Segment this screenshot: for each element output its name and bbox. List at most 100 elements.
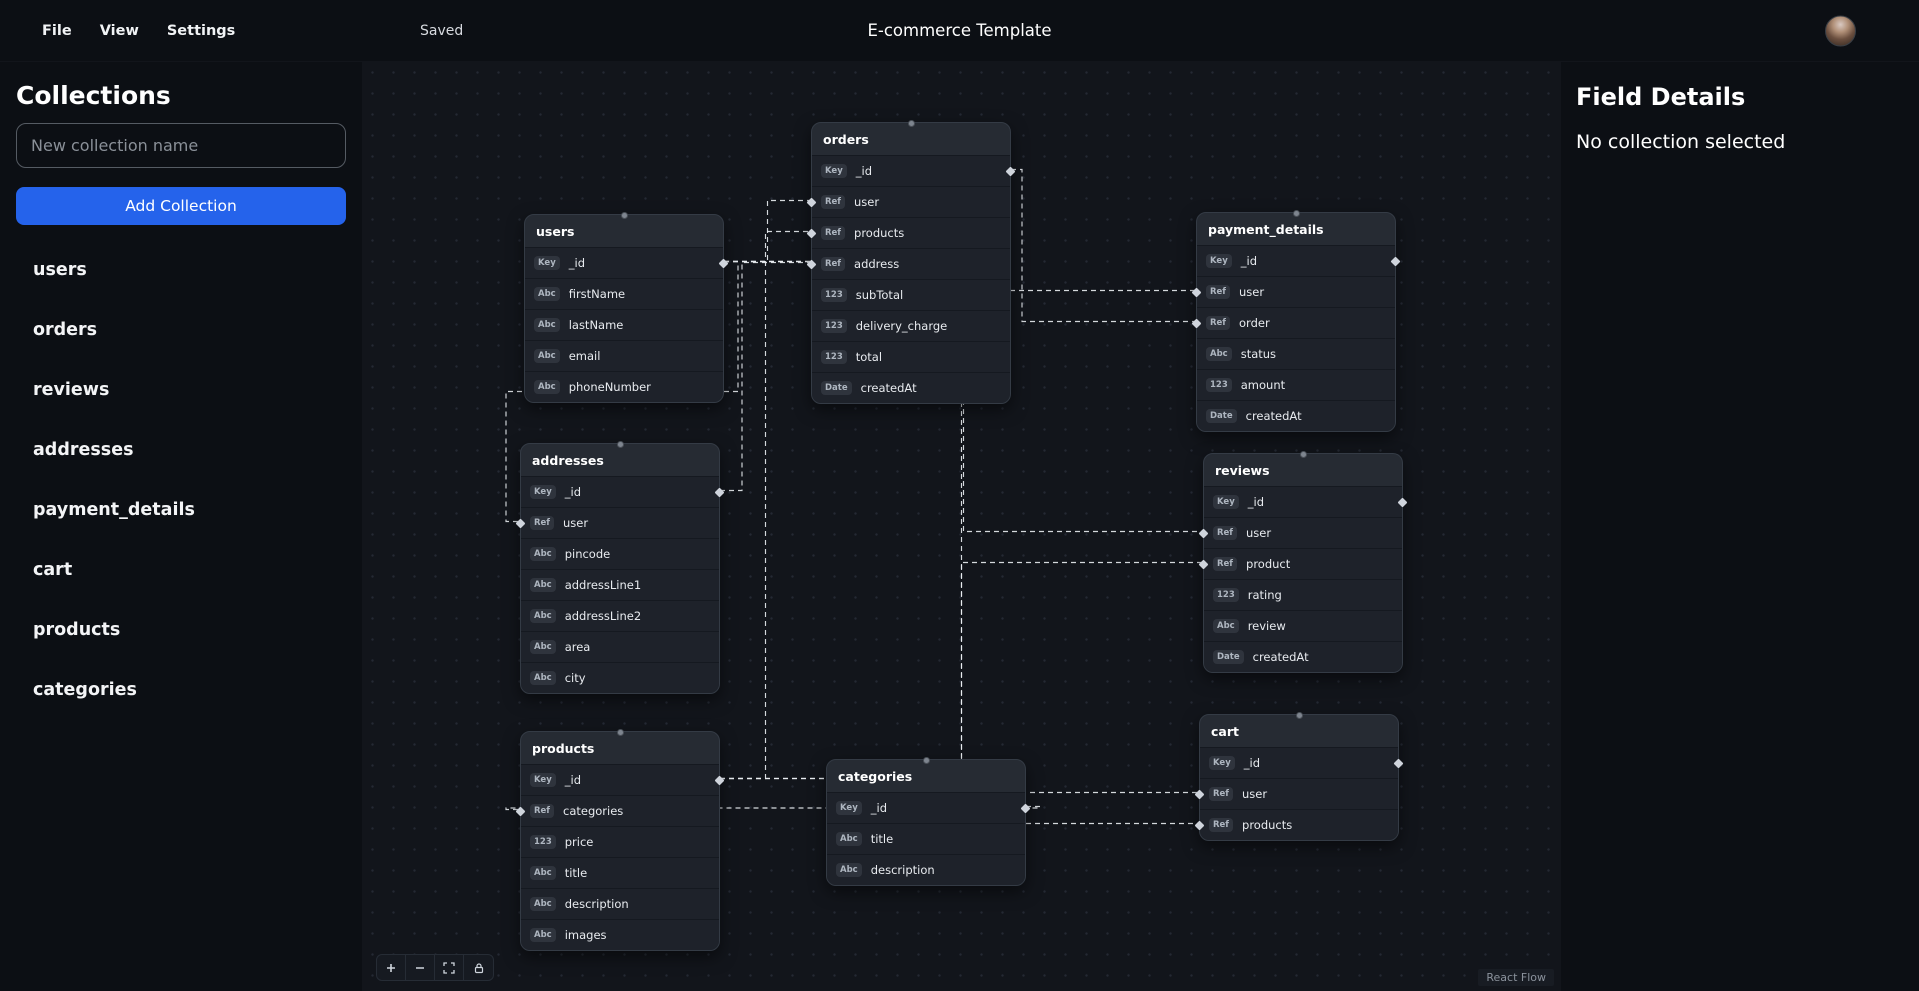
- fit-view-button[interactable]: [435, 955, 464, 980]
- field-name: addressLine1: [564, 578, 642, 592]
- sidebar-item-products[interactable]: products: [33, 620, 121, 640]
- field-row-products-_id[interactable]: Key_id: [521, 764, 725, 795]
- source-handle[interactable]: [714, 487, 725, 497]
- sidebar-item-cart[interactable]: cart: [33, 560, 73, 580]
- reactflow-attribution[interactable]: React Flow: [1478, 969, 1554, 986]
- target-handle[interactable]: [1194, 789, 1205, 799]
- target-handle[interactable]: [515, 806, 526, 816]
- new-collection-input[interactable]: [16, 123, 346, 168]
- source-handle[interactable]: [718, 258, 729, 268]
- source-handle[interactable]: [1390, 256, 1401, 266]
- node-top-handle[interactable]: [1299, 450, 1307, 458]
- source-handle[interactable]: [714, 775, 725, 785]
- target-handle[interactable]: [806, 197, 817, 207]
- source-handle[interactable]: [1393, 758, 1404, 768]
- target-handle[interactable]: [1191, 318, 1202, 328]
- target-handle[interactable]: [806, 228, 817, 238]
- source-handle[interactable]: [1397, 497, 1408, 507]
- target-handle[interactable]: [1198, 559, 1209, 569]
- field-row-payment_details-_id[interactable]: Key_id: [1197, 245, 1401, 276]
- field-row-categories-_id[interactable]: Key_id: [827, 792, 1031, 823]
- sidebar-item-addresses[interactable]: addresses: [33, 440, 134, 460]
- node-top-handle[interactable]: [616, 440, 624, 448]
- sidebar-item-users[interactable]: users: [33, 260, 87, 280]
- field-row-addresses-_id[interactable]: Key_id: [521, 476, 725, 507]
- node-top-handle[interactable]: [620, 211, 628, 219]
- field-row-cart-_id[interactable]: Key_id: [1200, 747, 1404, 778]
- node-top-handle[interactable]: [1292, 209, 1300, 217]
- target-handle[interactable]: [1198, 528, 1209, 538]
- menu-settings[interactable]: Settings: [166, 22, 236, 39]
- node-top-handle[interactable]: [1295, 711, 1303, 719]
- sidebar-item-categories[interactable]: categories: [33, 680, 137, 700]
- source-handle[interactable]: [1005, 166, 1016, 176]
- node-top-handle[interactable]: [922, 756, 930, 764]
- sidebar-item-orders[interactable]: orders: [33, 320, 98, 340]
- target-handle[interactable]: [1194, 820, 1205, 830]
- target-handle[interactable]: [515, 518, 526, 528]
- zoom-in-button[interactable]: [377, 955, 406, 980]
- menu-file[interactable]: File: [42, 22, 72, 39]
- sidebar-item-reviews[interactable]: reviews: [33, 380, 110, 400]
- user-avatar[interactable]: [1825, 15, 1856, 46]
- field-row-orders-_id[interactable]: Key_id: [812, 155, 1016, 186]
- zoom-out-button[interactable]: [406, 955, 435, 980]
- node-top-handle[interactable]: [907, 119, 915, 127]
- target-handle[interactable]: [1191, 287, 1202, 297]
- add-collection-button[interactable]: Add Collection: [16, 187, 346, 225]
- target-handle[interactable]: [806, 259, 817, 269]
- field-row-reviews-_id[interactable]: Key_id: [1204, 486, 1408, 517]
- lock-button[interactable]: [464, 955, 493, 980]
- node-top-handle[interactable]: [616, 728, 624, 736]
- source-handle[interactable]: [1020, 803, 1031, 813]
- sidebar-item-payment_details[interactable]: payment_details: [33, 500, 195, 520]
- menu-view[interactable]: View: [99, 22, 139, 39]
- field-row-users-_id[interactable]: Key_id: [525, 247, 729, 278]
